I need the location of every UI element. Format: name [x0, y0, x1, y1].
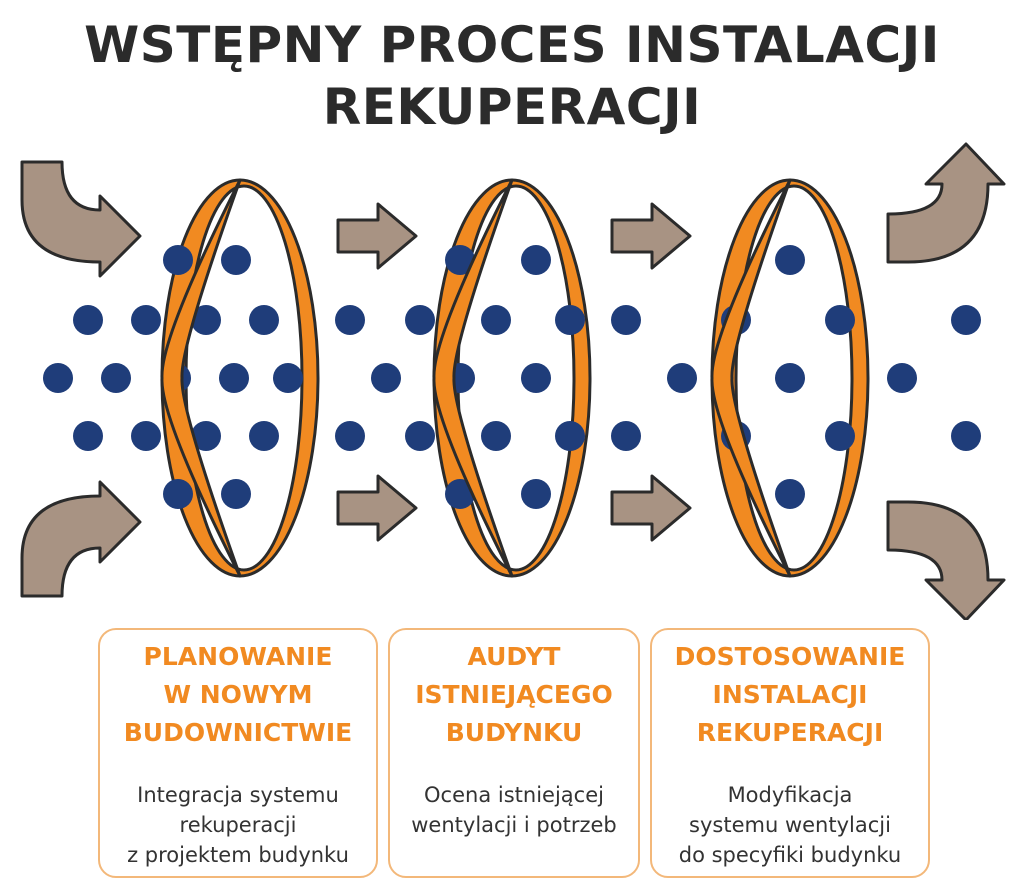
air-particle-dot [555, 305, 585, 335]
filtration-diagram [20, 142, 1006, 620]
flow-arrow-right-icon [336, 474, 418, 542]
air-particle-dot [887, 363, 917, 393]
filter-ring-opening [456, 184, 576, 572]
filter-ring-front-band [710, 178, 792, 578]
card-description: Ocena istniejącej wentylacji i potrzeb [390, 780, 638, 840]
card-description-line: do specyfiki budynku [678, 843, 902, 867]
card-adaptation: DOSTOSOWANIE INSTALACJI REKUPERACJI Mody… [650, 628, 930, 878]
air-particle-dot [249, 305, 279, 335]
air-particle-dot [555, 421, 585, 451]
card-planning: PLANOWANIE W NOWYM BUDOWNICTWIE Integrac… [98, 628, 378, 878]
air-particle-dot [273, 363, 303, 393]
card-description-line: rekuperacji [179, 813, 297, 837]
curved-arrow-in-bottom-icon [20, 480, 142, 598]
air-particle-dot [73, 305, 103, 335]
air-particle-dot [521, 363, 551, 393]
air-particle-dot [667, 363, 697, 393]
air-particle-dot [221, 245, 251, 275]
card-heading: DOSTOSOWANIE INSTALACJI REKUPERACJI [652, 638, 928, 752]
air-particle-dot [163, 245, 193, 275]
card-audit: AUDYT ISTNIEJĄCEGO BUDYNKU Ocena istniej… [388, 628, 640, 878]
card-heading-line: BUDOWNICTWIE [123, 718, 353, 747]
flow-arrows [20, 142, 1006, 620]
flow-arrow-right-icon [610, 202, 692, 270]
air-particle-dot [521, 245, 551, 275]
card-description-line: wentylacji i potrzeb [411, 813, 617, 837]
air-particle-dot [371, 363, 401, 393]
card-heading-line: DOSTOSOWANIE [674, 642, 906, 671]
card-description-line: Integracja systemu [137, 783, 339, 807]
air-particle-dot [249, 421, 279, 451]
air-particle-dot [481, 305, 511, 335]
air-particle-dot [131, 305, 161, 335]
air-particle-dot [221, 479, 251, 509]
card-heading-line: BUDYNKU [445, 718, 583, 747]
air-particle-dot [611, 305, 641, 335]
air-particle-dot [405, 305, 435, 335]
curved-arrow-in-top-icon [20, 160, 142, 278]
card-description-line: Modyfikacja [727, 783, 853, 807]
air-particle-dot [445, 245, 475, 275]
card-description: Integracja systemu rekuperacji z projekt… [100, 780, 376, 870]
card-heading-line: W NOWYM [163, 680, 313, 709]
air-particle-dot [335, 421, 365, 451]
page-title: WSTĘPNY PROCES INSTALACJI REKUPERACJI [0, 14, 1024, 138]
rings-front-layer [160, 178, 792, 578]
card-description-line: z projektem budynku [127, 843, 349, 867]
card-heading: PLANOWANIE W NOWYM BUDOWNICTWIE [100, 638, 376, 752]
card-heading-line: REKUPERACJI [696, 718, 884, 747]
card-heading-line: INSTALACJI [712, 680, 868, 709]
air-particle-dot [951, 305, 981, 335]
flow-arrow-right-icon [610, 474, 692, 542]
air-particle-dot [951, 421, 981, 451]
air-particle-dot [335, 305, 365, 335]
air-particle-dot [191, 421, 221, 451]
air-particle-dot [825, 421, 855, 451]
air-particle-dot [101, 363, 131, 393]
curved-arrow-out-top-icon [886, 142, 1006, 264]
air-particle-dot [521, 479, 551, 509]
card-description: Modyfikacja systemu wentylacji do specyf… [652, 780, 928, 870]
title-line-1: WSTĘPNY PROCES INSTALACJI [84, 16, 940, 74]
air-particle-dot [481, 421, 511, 451]
air-particle-dot [163, 479, 193, 509]
air-particle-dot [219, 363, 249, 393]
air-particle-dot [73, 421, 103, 451]
card-heading-line: AUDYT [467, 642, 561, 671]
title-line-2: REKUPERACJI [322, 78, 702, 136]
air-particle-dot [43, 363, 73, 393]
flow-arrow-right-icon [336, 202, 418, 270]
air-particle-dot [191, 305, 221, 335]
air-particle-dot [405, 421, 435, 451]
air-particle-dot [775, 479, 805, 509]
air-particle-dot [131, 421, 161, 451]
card-heading-line: PLANOWANIE [143, 642, 333, 671]
curved-arrow-out-bottom-icon [886, 500, 1006, 620]
card-heading-line: ISTNIEJĄCEGO [415, 680, 613, 709]
air-particle-dot [775, 363, 805, 393]
card-heading: AUDYT ISTNIEJĄCEGO BUDYNKU [390, 638, 638, 752]
air-particle-dot [825, 305, 855, 335]
air-particle-dot [611, 421, 641, 451]
card-description-line: systemu wentylacji [689, 813, 891, 837]
filter-ring-front-band [160, 178, 242, 578]
air-particle-dot [775, 245, 805, 275]
filter-ring-front-band [432, 178, 514, 578]
card-description-line: Ocena istniejącej [424, 783, 604, 807]
